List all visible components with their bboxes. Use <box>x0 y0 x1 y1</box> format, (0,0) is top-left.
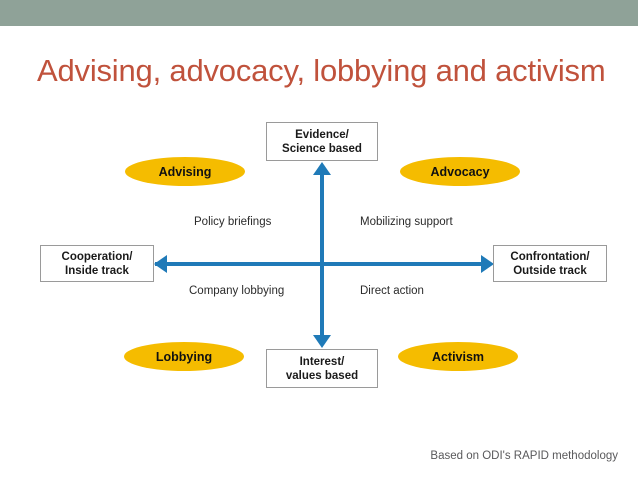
axis-pole-right: Confrontation/ Outside track <box>493 245 607 282</box>
quadrant-ellipse-advocacy: Advocacy <box>400 157 520 186</box>
arrow-up-icon <box>313 162 331 175</box>
axis-pole-right-line1: Confrontation/ <box>510 250 590 263</box>
arrow-down-icon <box>313 335 331 348</box>
axis-pole-left: Cooperation/ Inside track <box>40 245 154 282</box>
axis-pole-bottom-line1: Interest/ <box>299 355 345 368</box>
slide-top-bar <box>0 0 638 26</box>
quadrant-label-mobilizing-support: Mobilizing support <box>360 216 453 228</box>
arrow-right-icon <box>481 255 494 273</box>
axis-pole-bottom: Interest/ values based <box>266 349 378 388</box>
quadrant-label-policy-briefings: Policy briefings <box>194 216 272 228</box>
axis-pole-bottom-line2: values based <box>285 369 359 382</box>
horizontal-axis-line <box>155 262 485 266</box>
quadrant-ellipse-advising: Advising <box>125 157 245 186</box>
quadrant-label-company-lobbying: Company lobbying <box>189 285 285 297</box>
axis-pole-top-line2: Science based <box>282 142 362 155</box>
axis-pole-top-line1: Evidence/ <box>295 128 349 141</box>
source-note: Based on ODI's RAPID methodology <box>430 450 618 462</box>
quadrant-ellipse-activism: Activism <box>398 342 518 371</box>
axis-pole-top: Evidence/ Science based <box>266 122 378 161</box>
page-title: Advising, advocacy, lobbying and activis… <box>37 53 606 88</box>
axis-pole-right-line2: Outside track <box>513 264 587 277</box>
vertical-axis-line <box>320 172 324 339</box>
arrow-left-icon <box>154 255 167 273</box>
axis-pole-left-line2: Inside track <box>65 264 129 277</box>
quadrant-ellipse-lobbying: Lobbying <box>124 342 244 371</box>
axis-pole-left-line1: Cooperation/ <box>61 250 133 263</box>
quadrant-label-direct-action: Direct action <box>360 285 424 297</box>
